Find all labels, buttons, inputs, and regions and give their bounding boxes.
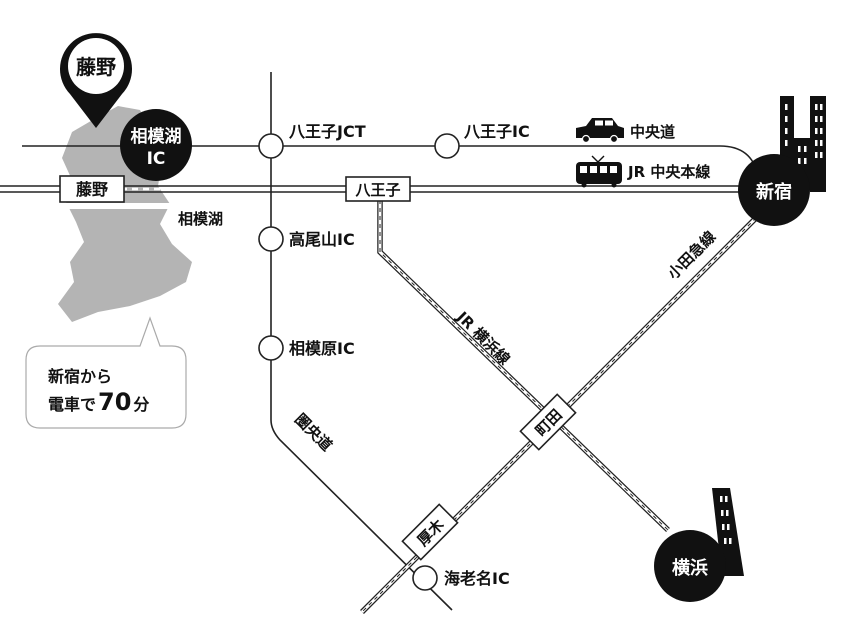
ken-o-do-label: 圏央道 xyxy=(291,410,336,455)
yokohama-marker[interactable] xyxy=(654,530,726,602)
ebina-ic-marker[interactable] xyxy=(412,565,438,591)
chuo-expressway-label: 中央道 xyxy=(630,123,675,141)
odakyu-line-label: 小田急線 xyxy=(664,228,719,283)
sagamihara-ic-label: 相模原IC xyxy=(289,339,355,358)
callout-bubble xyxy=(25,316,187,429)
ebina-ic-label: 海老名IC xyxy=(444,569,510,588)
hachioji-ic-marker[interactable] xyxy=(434,133,460,159)
hachioji-jct-label: 八王子JCT xyxy=(288,122,366,141)
callout-minutes: 70 xyxy=(98,388,131,416)
train-icon xyxy=(576,155,622,188)
car-icon xyxy=(576,118,624,144)
takaosan-ic-marker[interactable] xyxy=(258,226,284,252)
takaosan-ic-label: 高尾山IC xyxy=(289,230,355,249)
callout-line1: 新宿から xyxy=(48,367,112,386)
yokohama-label: 横浜 xyxy=(672,557,708,579)
station-fujino-box[interactable] xyxy=(59,175,125,203)
station-machida[interactable]: 町田 xyxy=(519,393,577,451)
hachioji-jct-marker[interactable] xyxy=(258,133,284,159)
station-hachioji-box[interactable] xyxy=(345,176,411,202)
station-fujino-label: 藤野 xyxy=(76,180,108,199)
jr-chuo-line-label: JR 中央本線 xyxy=(627,163,710,181)
lake-label: 相模湖 xyxy=(178,210,223,228)
callout-line2-prefix: 電車で xyxy=(48,395,96,414)
shinjuku-label: 新宿 xyxy=(756,181,792,203)
lake-gap-stripe xyxy=(20,203,170,209)
ken-o-do-road xyxy=(270,72,453,611)
sagamiko-ic-label-1: 相模湖 xyxy=(131,126,182,147)
sagamiko-ic-label-2: IC xyxy=(147,149,166,169)
map-pin-label: 藤野 xyxy=(75,55,116,79)
jr-yokohama-line-track xyxy=(377,200,670,532)
station-atsugi[interactable]: 厚木 xyxy=(401,503,459,561)
sagamiko-ic-marker[interactable] xyxy=(120,109,192,181)
map-pin-inner xyxy=(68,38,124,94)
shinjuku-marker[interactable] xyxy=(738,154,810,226)
jr-yokohama-line-label: JR 横浜線 xyxy=(452,307,513,368)
hachioji-ic-label: 八王子IC xyxy=(463,122,530,141)
callout-unit: 分 xyxy=(133,395,149,414)
station-hachioji-label: 八王子 xyxy=(354,181,400,199)
sagamihara-ic-marker[interactable] xyxy=(258,335,284,361)
